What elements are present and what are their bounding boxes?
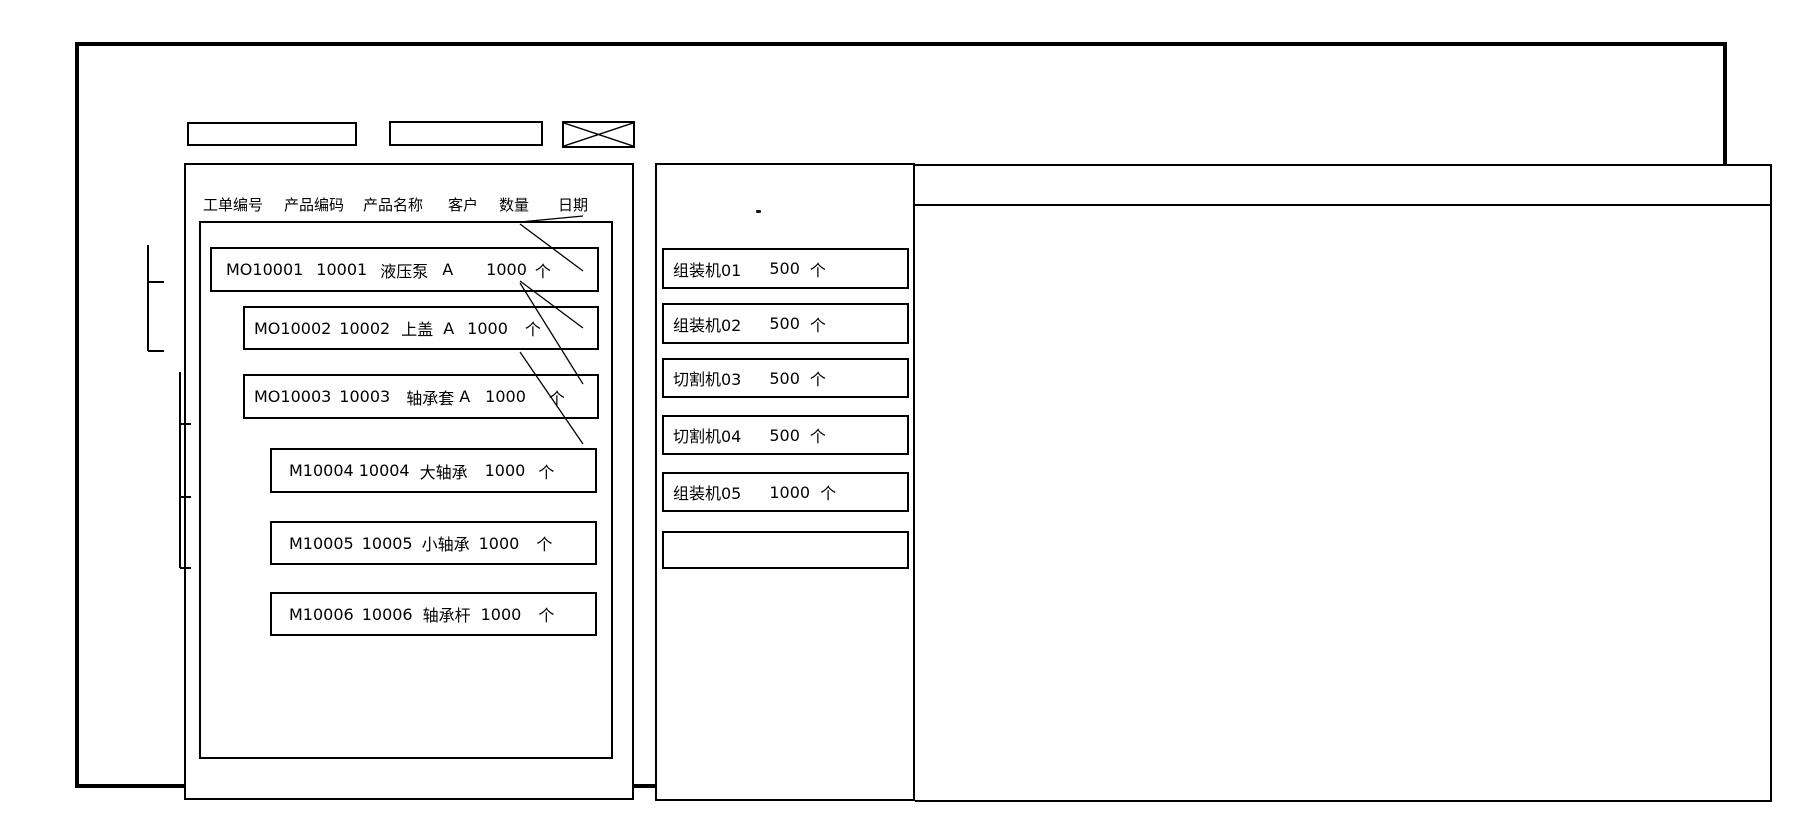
- machine-qty: 500: [769, 259, 800, 278]
- order-node-MO10003[interactable]: MO10003 10003 轴承套 A 1000 个: [243, 374, 599, 419]
- machine-qty: 500: [769, 425, 800, 445]
- order-node-MO10001[interactable]: MO10001 10001 液压泵 A 1000 个: [210, 247, 599, 292]
- quantity: 1000: [467, 318, 508, 338]
- product-name: 小轴承: [421, 535, 470, 554]
- product-code: 10006: [361, 604, 413, 624]
- unit: 个: [534, 261, 551, 281]
- machine-row-4[interactable]: 切割机04 500 个: [662, 415, 909, 455]
- detail-panel-header: [915, 166, 1770, 206]
- ink-dot: [756, 210, 761, 213]
- product-name: 轴承杆: [422, 606, 471, 625]
- customer: A: [443, 318, 455, 338]
- machine-qty: 1000: [769, 482, 811, 502]
- order-node-M10004[interactable]: M10004 10004 大轴承 1000 个: [270, 448, 597, 493]
- machine-unit: 个: [809, 260, 826, 280]
- quantity: 1000: [486, 260, 527, 279]
- machine-name: 切割机03: [673, 370, 742, 389]
- detail-panel: [915, 164, 1772, 802]
- customer: A: [459, 387, 471, 406]
- product-name: 轴承套: [406, 388, 455, 408]
- customer: A: [442, 260, 454, 279]
- order-node-M10006[interactable]: M10006 10006 轴承杆 1000 个: [270, 592, 597, 636]
- product-name: 上盖: [401, 320, 434, 339]
- machine-name: 组装机02: [673, 315, 742, 335]
- machine-row-1[interactable]: 组装机01 500 个: [662, 248, 909, 289]
- product-name: 液压泵: [380, 261, 429, 281]
- order-no: MO10003: [254, 387, 332, 406]
- unit: 个: [536, 535, 553, 554]
- app-window: 工单编号 产品编码 产品名称 客户 数量 日期 MO10001 10001 液压…: [75, 42, 1772, 802]
- close-button[interactable]: [562, 121, 635, 148]
- column-header-product-code: 产品编码: [284, 196, 345, 214]
- machine-row-3[interactable]: 切割机03 500 个: [662, 358, 909, 398]
- unit: 个: [524, 320, 541, 339]
- order-no: M10006: [289, 604, 354, 624]
- quantity: 1000: [478, 533, 520, 553]
- order-node-MO10002[interactable]: MO10002 10002 上盖 A 1000 个: [243, 306, 599, 350]
- order-no: MO10002: [254, 318, 332, 338]
- column-header-order-no: 工单编号: [203, 196, 264, 214]
- column-header-qty: 数量: [499, 196, 530, 214]
- product-code: 10003: [339, 387, 391, 406]
- order-no: M10005: [289, 533, 354, 553]
- machine-name: 组装机01: [673, 260, 742, 280]
- unit: 个: [548, 388, 565, 408]
- product-code: 10005: [361, 533, 413, 553]
- close-x-icon: [564, 123, 633, 146]
- work-order-tree: [199, 221, 613, 759]
- machine-row-2[interactable]: 组装机02 500 个: [662, 303, 909, 344]
- quantity: 1000: [484, 461, 526, 480]
- machine-row-empty[interactable]: [662, 531, 909, 569]
- quantity: 1000: [480, 604, 522, 624]
- column-header-customer: 客户: [448, 196, 479, 214]
- order-no: M10004: [289, 461, 354, 480]
- column-header-product-name: 产品名称: [363, 196, 424, 214]
- toolbar-field-1[interactable]: [187, 122, 357, 146]
- machine-unit: 个: [809, 370, 826, 389]
- order-node-M10005[interactable]: M10005 10005 小轴承 1000 个: [270, 521, 597, 565]
- unit: 个: [538, 606, 555, 625]
- machine-unit: 个: [809, 427, 826, 446]
- toolbar-field-2[interactable]: [389, 121, 543, 146]
- machine-name: 切割机04: [673, 427, 742, 446]
- product-code: 10001: [316, 260, 368, 279]
- product-code: 10004: [358, 461, 410, 480]
- machine-unit: 个: [809, 315, 826, 335]
- product-code: 10002: [339, 318, 391, 338]
- quantity: 1000: [485, 387, 526, 406]
- machine-row-5[interactable]: 组装机05 1000 个: [662, 472, 909, 512]
- machine-unit: 个: [820, 484, 837, 503]
- column-header-date: 日期: [558, 196, 589, 214]
- machine-qty: 500: [769, 368, 800, 388]
- product-name: 大轴承: [419, 462, 468, 482]
- unit: 个: [538, 462, 555, 482]
- machine-qty: 500: [769, 314, 800, 333]
- machine-name: 组装机05: [673, 484, 742, 503]
- order-no: MO10001: [226, 260, 304, 279]
